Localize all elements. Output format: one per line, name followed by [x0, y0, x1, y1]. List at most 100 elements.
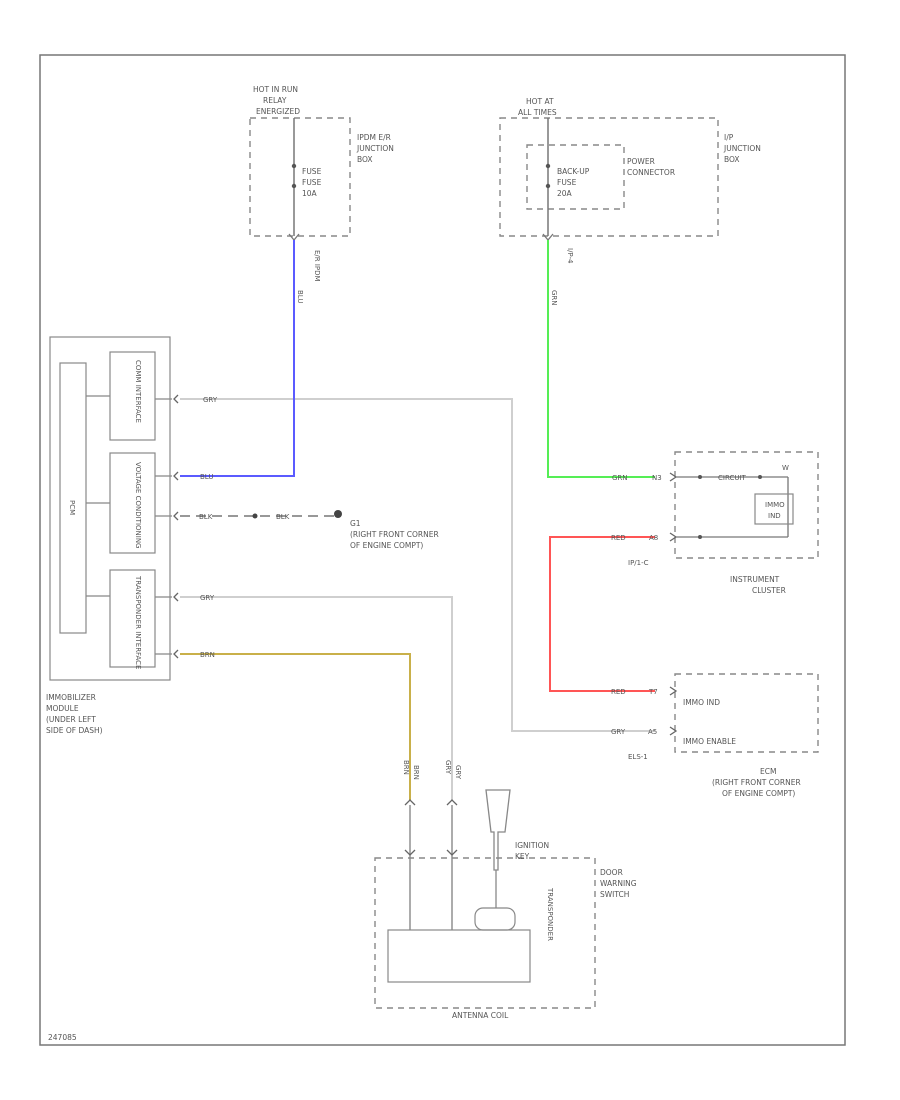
ignition-key-line2: KEY — [515, 852, 530, 861]
ecm-label-line3: OF ENGINE COMPT) — [722, 789, 795, 798]
ipdm-fuse-line3: 10A — [302, 189, 318, 198]
ecm: IMMO IND IMMO ENABLE ELS-1 ECM (RIGHT FR… — [628, 673, 819, 798]
antenna-coil-label: ANTENNA COIL — [452, 1011, 509, 1020]
wire-blu-vert-label: BLU — [296, 290, 304, 303]
cluster-node1 — [698, 475, 702, 479]
backup-fuse-terminal-bottom — [545, 183, 551, 189]
pin-gry-ecm-label: A5 — [648, 728, 657, 736]
pin-voltage1 — [173, 471, 179, 481]
wire-grn — [547, 240, 655, 478]
immo-ind-line1: IMMO — [765, 501, 785, 509]
pin-red-ic-label: A8 — [649, 534, 658, 542]
voltage-conditioning-label: VOLTAGE CONDITIONING — [134, 462, 142, 548]
transponder-interface-label: TRANSPONDER INTERFACE — [134, 575, 142, 669]
ipdm-connector-label: E/R IPDM — [313, 250, 321, 282]
wire-gry-ecm-label: GRY — [611, 728, 626, 736]
ip-supply-line1: HOT AT — [526, 97, 554, 106]
immobilizer-label-line1: IMMOBILIZER — [46, 693, 96, 702]
wire-blk2-label: BLK — [276, 513, 290, 521]
ip-fuse-line1: BACK-UP — [557, 167, 590, 176]
wire-brn-h-label: BRN — [200, 651, 215, 659]
diagram-frame — [39, 54, 846, 1046]
pin-red-ecm-label: T7 — [648, 688, 658, 696]
ecm-label-line2: (RIGHT FRONT CORNER — [712, 778, 801, 787]
module-pin-connectors — [173, 394, 179, 659]
ipdm-fuse-line2: FUSE — [302, 178, 322, 187]
wire-brn-v-label: BRN — [412, 765, 420, 780]
voltage-conditioning-block — [109, 452, 156, 554]
trans-chevron-gry — [446, 849, 458, 856]
pin-comm — [173, 394, 179, 404]
comm-interface-label: COMM INTERFACE — [134, 360, 142, 423]
cluster-node2 — [758, 475, 762, 479]
ecm-row-immo-ind: IMMO IND — [683, 698, 720, 707]
immo-ind-lamp-box — [754, 493, 794, 525]
immobilizer-outer-box — [49, 336, 171, 681]
cluster-label-line1: INSTRUMENT — [730, 575, 780, 584]
pin-voltage2 — [173, 511, 179, 521]
ip-junction-box: HOT AT ALL TIMES I/P JUNCTION BOX POWER … — [499, 97, 761, 264]
pcm-label: PCM — [68, 500, 76, 515]
immobilizer-label-line3: (UNDER LEFT — [46, 715, 96, 724]
transponder-body — [474, 907, 516, 931]
ipdm-dashed-box — [249, 117, 351, 237]
wire-blu — [180, 240, 295, 477]
instrument-cluster: CIRCUIT W IMMO IND IP/1-C INSTRUMENT CLU… — [628, 451, 819, 595]
fuse-terminal-bottom — [291, 183, 297, 189]
wire-red-bot-label: RED — [611, 688, 626, 696]
ipdm-fuse-line1: FUSE — [302, 167, 322, 176]
ipdm-supply-line1: HOT IN RUN — [253, 85, 298, 94]
door-switch-line3: SWITCH — [600, 890, 629, 899]
wire-red — [549, 536, 655, 692]
ip-supply-line2: ALL TIMES — [518, 108, 557, 117]
wire-blu-label: BLU — [200, 473, 213, 481]
ground-g1-dot — [334, 510, 342, 518]
ip-fuse-line3: 20A — [557, 189, 573, 198]
ipdm-junction-box: HOT IN RUN RELAY ENERGIZED IPDM E/R JUNC… — [249, 85, 394, 282]
ipdm-supply-line2: RELAY — [263, 96, 287, 105]
ecm-label-line1: ECM — [760, 767, 776, 776]
ground-label-line3: OF ENGINE COMPT) — [350, 541, 423, 550]
wire-gry-v-label: GRY — [454, 765, 462, 780]
door-switch-line2: WARNING — [600, 879, 637, 888]
wire-gry-lower-label: GRY — [200, 594, 215, 602]
pin-transponder1 — [173, 592, 179, 602]
splice-dot — [252, 513, 258, 519]
pin-transponder2 — [173, 649, 179, 659]
ground-label-line2: (RIGHT FRONT CORNER — [350, 530, 439, 539]
wire-grn-h-label: GRN — [612, 474, 628, 482]
ipdm-box-line1: IPDM E/R — [357, 133, 391, 142]
ipdm-box-line3: BOX — [357, 155, 373, 164]
cluster-wire-label: W — [782, 464, 789, 472]
cluster-node3 — [698, 535, 702, 539]
cluster-dashed-box — [674, 451, 819, 559]
wire-blk1-label: BLK — [199, 513, 213, 521]
immo-ind-line2: IND — [768, 512, 781, 520]
transponder-conn-gry: GRY — [444, 760, 452, 775]
cluster-connector-label: IP/1-C — [628, 559, 649, 567]
transponder-assembly: BRN GRY IGNITION KEY TRANSPONDER DOOR WA… — [374, 760, 637, 1020]
ecm-pin-gry — [669, 726, 678, 736]
cluster-label-line2: CLUSTER — [752, 586, 786, 595]
ecm-dashed-box — [674, 673, 819, 753]
trans-chevron-brn — [404, 849, 416, 856]
transponder-conn-brn: BRN — [402, 760, 410, 775]
cluster-circuit-label: CIRCUIT — [718, 474, 747, 482]
wire-gry-to-ecm — [180, 398, 655, 732]
wire-grn-v-label: GRN — [550, 290, 558, 306]
fuse-terminal-top — [291, 163, 297, 169]
wire-gry-to-transponder — [180, 596, 453, 800]
ground-label-line1: G1 — [350, 519, 361, 528]
wire-gry-top-label: GRY — [203, 396, 218, 404]
ip-power-conn-line2: CONNECTOR — [627, 168, 675, 177]
ignition-key-line1: IGNITION — [515, 841, 549, 850]
transponder-dashed-box — [374, 857, 596, 1009]
ip-connector-label: I/P-4 — [566, 248, 574, 264]
diagram-code: 247085 — [48, 1033, 77, 1042]
pcm-block — [59, 362, 87, 634]
wire-brn-to-transponder — [180, 653, 411, 800]
trans-chevron-gry-top — [446, 799, 458, 806]
ipdm-box-line2: JUNCTION — [356, 144, 394, 153]
ip-inner-dashed-box — [526, 144, 625, 210]
ip-power-conn-line1: POWER — [627, 157, 655, 166]
